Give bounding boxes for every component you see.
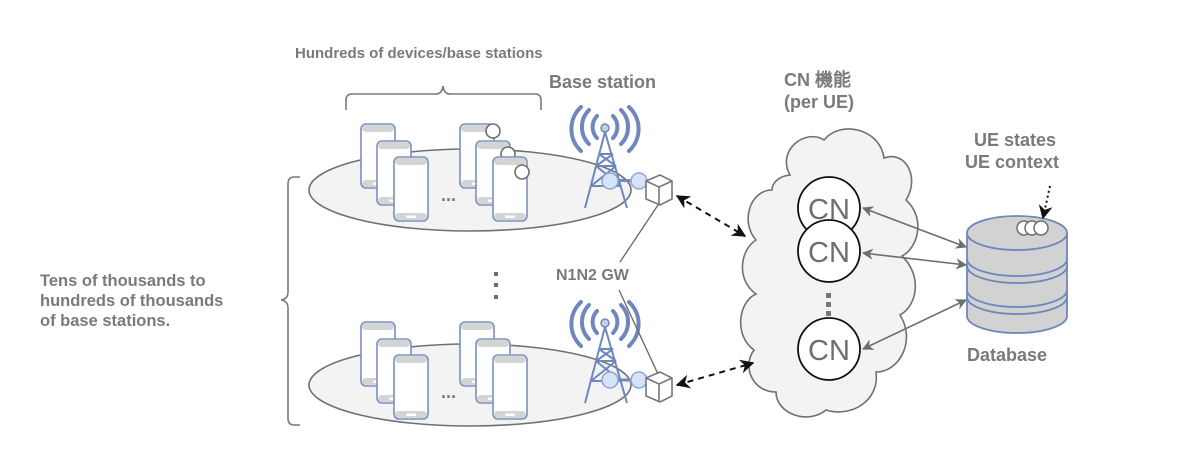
count-line-1: Tens of thousands to	[40, 272, 206, 290]
gateway-connector-upper	[619, 204, 659, 263]
ue-state-circles-icon	[1016, 220, 1049, 236]
cn-node: CN	[797, 317, 861, 381]
ue-state-circle-icon	[514, 164, 530, 180]
devices-group-brace	[345, 85, 542, 110]
link-cn3-db	[861, 299, 968, 350]
link-cn2-db	[861, 248, 968, 270]
cn-node: CN	[797, 219, 861, 283]
count-line-2: hundreds of thousands	[40, 291, 224, 310]
cn-function-subtitle: (per UE)	[784, 91, 855, 112]
link-lower-bs-cloud	[675, 359, 755, 389]
horizontal-ellipsis-lower: ...	[441, 382, 456, 402]
cn-vertical-ellipsis	[826, 293, 831, 316]
database-icon	[966, 215, 1068, 334]
vertical-ellipsis	[494, 272, 498, 299]
ue-context-pointer	[1038, 185, 1053, 220]
gateway-connector-lower	[618, 289, 659, 375]
link-upper-bs-cloud	[675, 195, 747, 237]
gateway-cube-icon-lower	[645, 371, 673, 403]
cn-function-label: CN 機能 (per UE)	[784, 70, 854, 113]
smartphone-icon	[492, 354, 528, 420]
ue-info-label: UE states UE context	[965, 130, 1059, 173]
base-station-count-label: Tens of thousands to hundreds of thousan…	[40, 272, 223, 331]
base-stations-brace	[280, 176, 300, 426]
node-icon	[601, 172, 619, 190]
gateway-label: N1N2 GW	[556, 267, 629, 284]
gateway-cube-icon-upper	[645, 174, 673, 206]
ue-state-circle-icon	[485, 123, 501, 139]
node-icon	[601, 371, 619, 389]
smartphone-icon	[393, 156, 429, 222]
count-line-3: of base stations.	[40, 311, 171, 330]
horizontal-ellipsis-upper: ...	[441, 185, 456, 205]
database-label: Database	[967, 345, 1048, 365]
svg-text:CN: CN	[808, 335, 850, 367]
ue-context-label: UE context	[965, 151, 1060, 172]
ue-states-label: UE states	[973, 130, 1057, 150]
cn-function-title: CN 機能	[784, 70, 851, 90]
devices-group-label: Hundreds of devices/base stations	[295, 45, 543, 62]
node-icon	[630, 371, 648, 389]
base-station-label: Base station	[549, 72, 657, 92]
node-icon	[630, 172, 648, 190]
svg-text:CN: CN	[808, 237, 850, 269]
link-cn1-db	[861, 206, 968, 249]
device-stack-upper-right	[459, 123, 530, 222]
smartphone-icon	[393, 354, 429, 420]
